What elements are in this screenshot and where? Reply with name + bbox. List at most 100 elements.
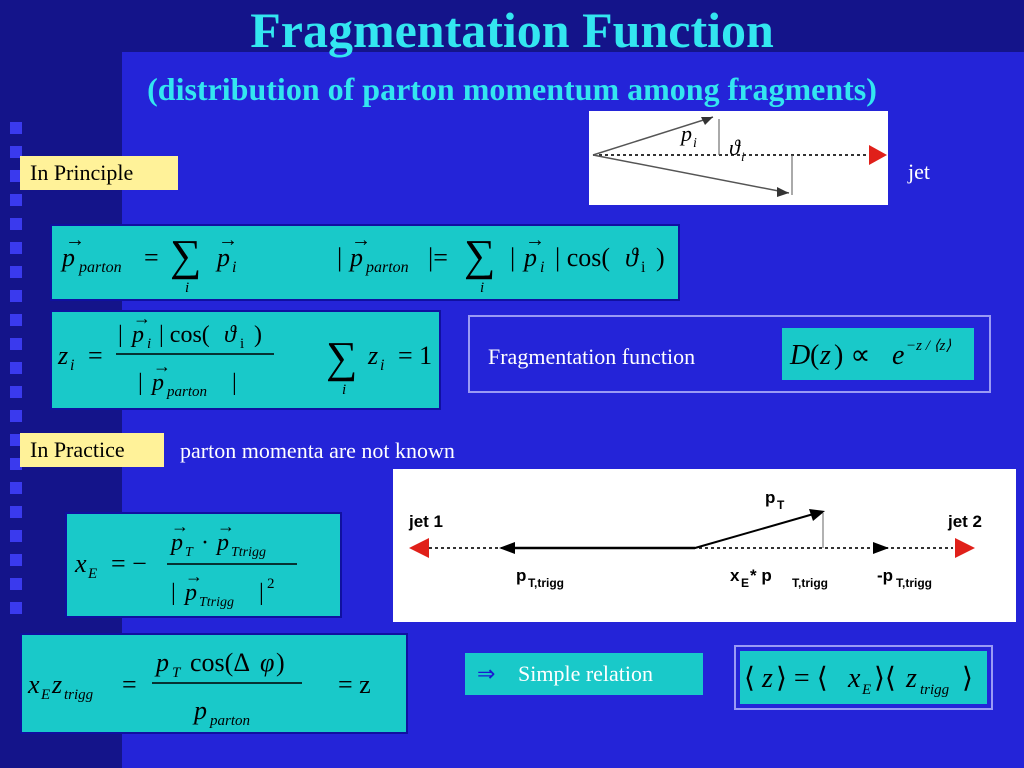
- svg-text:= 1: = 1: [398, 341, 432, 370]
- xe-pt-subscript: T,trigg: [792, 576, 828, 590]
- svg-text:E: E: [87, 566, 97, 582]
- svg-text:trigg: trigg: [920, 682, 950, 698]
- svg-text:i: i: [70, 357, 74, 374]
- svg-text:T: T: [172, 665, 182, 681]
- momentum-sum-formula: p→ parton = ∑ i p→ i | p→ parton |= ∑ i …: [50, 224, 680, 301]
- svg-text:|=: |=: [428, 243, 448, 272]
- svg-text:⟩ = ⟨: ⟩ = ⟨: [776, 663, 828, 694]
- svg-text:·: ·: [201, 530, 209, 556]
- svg-text:): ): [276, 648, 285, 677]
- dijet-diagram: jet 1 jet 2 p T p T,trigg x E * p T,trig…: [393, 469, 1016, 622]
- svg-text:→: →: [218, 229, 238, 251]
- slide-subtitle: (distribution of parton momentum among f…: [147, 71, 877, 107]
- svg-text:p: p: [192, 696, 207, 725]
- svg-text:→: →: [351, 229, 371, 251]
- pt-label: p: [765, 488, 775, 507]
- svg-text:|: |: [510, 243, 515, 272]
- momentum-fraction-formula: z i = | p→ i | cos( ϑ i ) | p→ parton | …: [50, 310, 441, 410]
- svg-text:Ttrigg: Ttrigg: [231, 545, 266, 560]
- svg-text:z: z: [57, 341, 68, 370]
- svg-text:x: x: [74, 549, 87, 578]
- svg-text:E: E: [40, 687, 50, 703]
- svg-text:parton: parton: [209, 713, 250, 729]
- jet-fragment-diagram: p i ϑ i: [589, 111, 888, 205]
- svg-text:): ): [656, 243, 665, 272]
- svg-text:E: E: [861, 682, 871, 698]
- fragmentation-function-box: Fragmentation function D ( z ) ∝ e −z / …: [468, 315, 991, 393]
- svg-text:|: |: [138, 370, 143, 396]
- implies-arrow-icon: ⇒: [477, 661, 496, 686]
- svg-text:i: i: [480, 280, 484, 296]
- svg-text:|: |: [118, 322, 123, 348]
- svg-text:z: z: [51, 670, 62, 699]
- svg-text:Ttrigg: Ttrigg: [199, 595, 234, 610]
- svg-text:⟨: ⟨: [744, 663, 755, 694]
- pt-trigg-subscript: T,trigg: [528, 576, 564, 590]
- fragmentation-function-formula: D ( z ) ∝ e −z / ⟨z⟩: [782, 328, 974, 380]
- svg-text:): ): [254, 322, 262, 348]
- svg-text:ϑ: ϑ: [224, 322, 237, 348]
- xe-ztrigg-formula: x E z trigg = p T cos(Δ φ ) p parton = z: [20, 633, 408, 734]
- svg-text:parton: parton: [365, 259, 409, 276]
- xe-label: x: [730, 566, 740, 585]
- pt-subscript: T: [777, 498, 785, 512]
- jet-2-label: jet 2: [947, 512, 982, 531]
- svg-text:i: i: [380, 357, 384, 374]
- svg-text:| cos(: | cos(: [555, 243, 610, 272]
- svg-text:i: i: [240, 336, 244, 352]
- svg-text:p: p: [169, 530, 183, 556]
- xe-subscript: E: [741, 576, 749, 590]
- simple-relation-text: Simple relation: [518, 661, 654, 686]
- svg-text:(: (: [810, 340, 819, 371]
- svg-text:e: e: [892, 340, 904, 371]
- svg-text:→: →: [65, 229, 85, 251]
- svg-text:i: i: [147, 336, 151, 352]
- xe-pt-label: * p: [750, 566, 772, 585]
- svg-text:p: p: [215, 530, 229, 556]
- jet-1-label: jet 1: [408, 512, 443, 531]
- mean-z-relation-formula: ⟨ z ⟩ = ⟨ x E ⟩⟨ z trigg ⟩: [740, 651, 987, 704]
- svg-text:p: p: [183, 580, 197, 606]
- svg-text:=: =: [88, 341, 103, 370]
- svg-text:= −: = −: [111, 549, 147, 578]
- pt-trigg-label: p: [516, 566, 526, 585]
- svg-text:=: =: [122, 670, 137, 699]
- xe-definition-formula: x E = − p→ T · p→ Ttrigg | p→ Ttrigg | 2: [65, 512, 342, 618]
- p-i-label: p: [679, 121, 692, 146]
- svg-text:∑: ∑: [326, 333, 357, 382]
- svg-text:⟩⟨: ⟩⟨: [874, 663, 896, 694]
- in-practice-label: In Practice: [20, 433, 164, 467]
- svg-text:| cos(: | cos(: [159, 322, 210, 348]
- svg-text:ϑ: ϑ: [625, 243, 639, 272]
- svg-text:p: p: [215, 243, 230, 272]
- svg-text:z: z: [761, 663, 773, 694]
- svg-text:z: z: [819, 340, 831, 371]
- svg-text:∑: ∑: [170, 231, 201, 280]
- jet-label: jet: [908, 159, 930, 184]
- svg-text:parton: parton: [166, 384, 207, 400]
- fragmentation-function-label: Fragmentation function: [488, 344, 696, 369]
- svg-text:|: |: [171, 580, 176, 606]
- neg-pt-trigg-subscript: T,trigg: [896, 576, 932, 590]
- svg-text:p: p: [150, 370, 164, 396]
- svg-text:|: |: [337, 243, 342, 272]
- svg-text:cos(Δ: cos(Δ: [190, 648, 250, 677]
- svg-text:⟩: ⟩: [962, 663, 973, 694]
- svg-text:i: i: [540, 259, 544, 276]
- svg-text:i: i: [232, 259, 236, 276]
- mean-z-relation-box: ⟨ z ⟩ = ⟨ x E ⟩⟨ z trigg ⟩: [734, 645, 993, 710]
- svg-text:2: 2: [267, 576, 275, 592]
- svg-text:) ∝: ) ∝: [834, 340, 870, 371]
- svg-text:= z: = z: [338, 670, 371, 699]
- svg-text:→: →: [185, 566, 203, 586]
- svg-text:→: →: [525, 229, 545, 251]
- svg-text:=: =: [144, 243, 159, 272]
- svg-text:z: z: [905, 663, 917, 694]
- svg-text:∑: ∑: [464, 231, 495, 280]
- svg-text:T: T: [185, 545, 194, 560]
- svg-text:→: →: [171, 516, 189, 536]
- svg-text:D: D: [789, 340, 810, 371]
- svg-text:→: →: [217, 516, 235, 536]
- svg-text:z: z: [367, 341, 378, 370]
- svg-text:parton: parton: [78, 259, 122, 276]
